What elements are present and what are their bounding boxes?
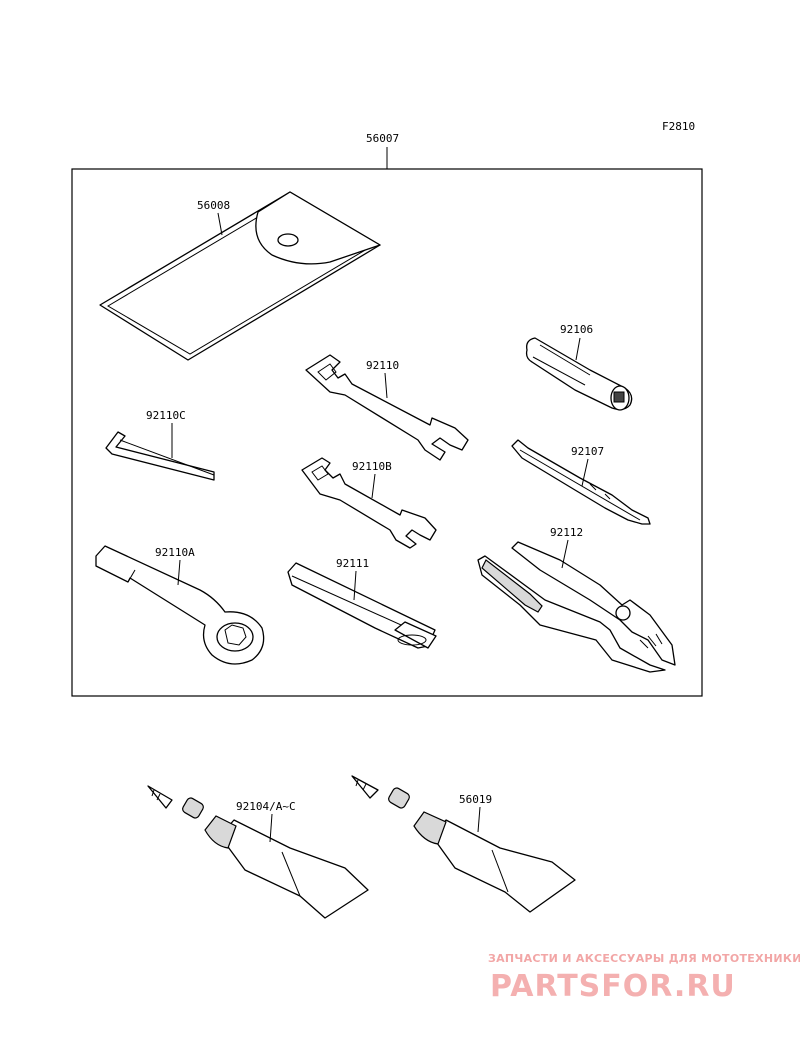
grease-tube-a-icon bbox=[147, 785, 369, 919]
part-label-handle-bar: 92111 bbox=[336, 557, 369, 570]
part-label-screwdriver: 92107 bbox=[571, 445, 604, 458]
screwdriver-icon bbox=[511, 439, 651, 525]
box-socket-icon bbox=[525, 337, 633, 411]
handle-bar-leader bbox=[353, 570, 357, 601]
part-label-pliers: 92112 bbox=[550, 526, 583, 539]
diagram-code: F2810 bbox=[662, 120, 695, 133]
open-wrench-b-icon bbox=[301, 457, 437, 549]
part-label-open-wrench-b: 92110B bbox=[352, 460, 392, 473]
part-label-ring-wrench: 92110A bbox=[155, 546, 195, 559]
tool-kit-frame bbox=[71, 168, 703, 697]
ring-wrench-leader bbox=[177, 559, 181, 586]
watermark-tagline: ЗАПЧАСТИ И АКСЕССУАРЫ ДЛЯ МОТОТЕХНИКИ bbox=[488, 952, 800, 965]
allen-key-icon bbox=[105, 431, 215, 481]
pliers-icon bbox=[477, 541, 676, 673]
tool-pouch-icon bbox=[99, 191, 381, 361]
part-label-box-socket: 92106 bbox=[560, 323, 593, 336]
grease-tube-b-leader bbox=[477, 806, 481, 833]
handle-bar-icon bbox=[287, 562, 437, 649]
ring-wrench-icon bbox=[95, 545, 265, 665]
kit-label: 56007 bbox=[366, 132, 399, 145]
part-label-pouch: 56008 bbox=[197, 199, 230, 212]
grease-tube-b-icon bbox=[351, 775, 576, 913]
pliers-leader bbox=[561, 539, 569, 569]
box-socket-leader bbox=[575, 337, 581, 361]
open-wrench-icon bbox=[305, 354, 469, 461]
part-label-allen-key: 92110C bbox=[146, 409, 186, 422]
open-wrench-leader bbox=[384, 372, 388, 399]
watermark-brand: PARTSFOR.RU bbox=[490, 969, 736, 1004]
part-label-grease-tube-a: 92104/A~C bbox=[236, 800, 296, 813]
open-wrench-b-leader bbox=[371, 473, 376, 499]
grease-tube-a-leader bbox=[269, 813, 273, 843]
part-label-grease-tube-b: 56019 bbox=[459, 793, 492, 806]
part-label-open-wrench: 92110 bbox=[366, 359, 399, 372]
pouch-leader bbox=[217, 212, 223, 236]
screwdriver-leader bbox=[581, 458, 589, 487]
